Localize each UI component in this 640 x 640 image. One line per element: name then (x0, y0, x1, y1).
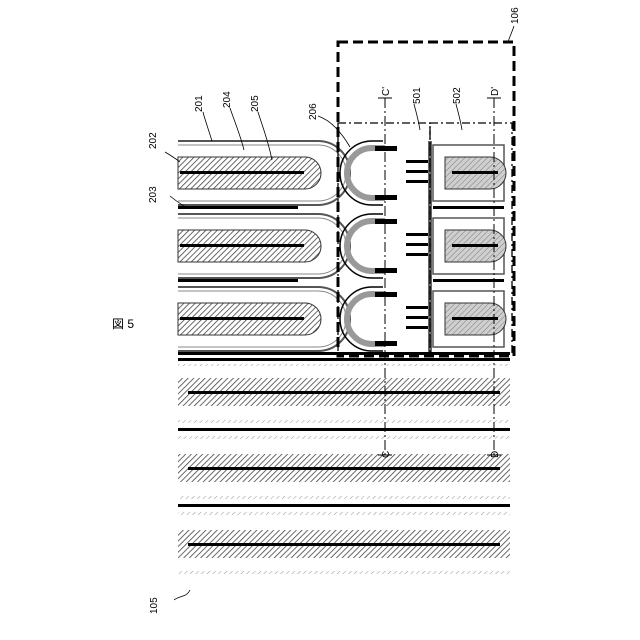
label-205: 205 (250, 95, 261, 112)
label-206: 206 (308, 103, 319, 120)
center-conductor-line (452, 317, 498, 320)
black-line (433, 206, 504, 209)
center-conductor-line (188, 543, 500, 546)
thin-hatched-stripe (178, 496, 510, 499)
center-conductor-line (188, 391, 500, 394)
u-strip-group (178, 141, 350, 351)
label-d: D (490, 451, 501, 458)
reversed-u-gray-band (347, 221, 385, 271)
terminal-bar (375, 292, 397, 297)
leader-201 (203, 112, 212, 141)
leader-105 (174, 590, 190, 600)
small-electrode-column (433, 145, 506, 347)
leader-205 (258, 112, 272, 160)
reversed-u-gray-band (347, 294, 385, 344)
leader-106 (508, 26, 514, 42)
black-line (178, 279, 298, 282)
comb-finger (406, 160, 428, 163)
terminal-bar (375, 146, 397, 151)
center-conductor-line (180, 244, 304, 247)
label-202: 202 (148, 132, 159, 149)
center-conductor-line (180, 171, 304, 174)
label-201: 201 (194, 95, 205, 112)
comb-finger (406, 253, 428, 256)
thin-hatched-stripe (178, 364, 510, 366)
leader-206 (318, 116, 350, 147)
black-line (178, 428, 510, 431)
leader-502 (456, 104, 462, 130)
black-line (178, 504, 510, 507)
thin-hatched-stripe (178, 436, 510, 439)
black-line (178, 206, 298, 209)
thin-hatched-stripe (178, 420, 510, 423)
center-conductor-line (452, 171, 498, 174)
terminal-bar (375, 219, 397, 224)
thin-hatched-stripe (178, 571, 510, 574)
label-c-prime: C' (381, 87, 392, 96)
reversed-u-gray-band (347, 148, 385, 198)
black-line (433, 279, 504, 282)
label-105: 105 (149, 597, 160, 614)
comb-finger (406, 306, 428, 309)
label-106: 106 (510, 7, 521, 24)
terminal-bar (375, 341, 397, 346)
comb-finger (406, 326, 428, 329)
center-conductor-line (188, 467, 500, 470)
label-c: C (381, 451, 392, 458)
boundary-line (178, 358, 510, 361)
leader-501 (414, 104, 420, 130)
reversed-u-electrode-column (340, 141, 428, 351)
thin-hatched-stripe (178, 512, 510, 515)
label-204: 204 (222, 91, 233, 108)
comb-finger (406, 180, 428, 183)
lower-stripe-set (178, 358, 510, 574)
comb-finger (406, 233, 428, 236)
terminal-bar (375, 195, 397, 200)
label-501: 501 (412, 87, 423, 104)
label-d-prime: D' (490, 87, 501, 96)
comb-finger (406, 243, 428, 246)
comb-finger (406, 170, 428, 173)
terminal-bar (375, 268, 397, 273)
center-conductor-line (452, 244, 498, 247)
center-conductor-line (180, 317, 304, 320)
label-203: 203 (148, 186, 159, 203)
leader-204 (230, 108, 244, 150)
figure-title: 図 5 (112, 317, 134, 331)
label-502: 502 (452, 87, 463, 104)
comb-finger (406, 316, 428, 319)
